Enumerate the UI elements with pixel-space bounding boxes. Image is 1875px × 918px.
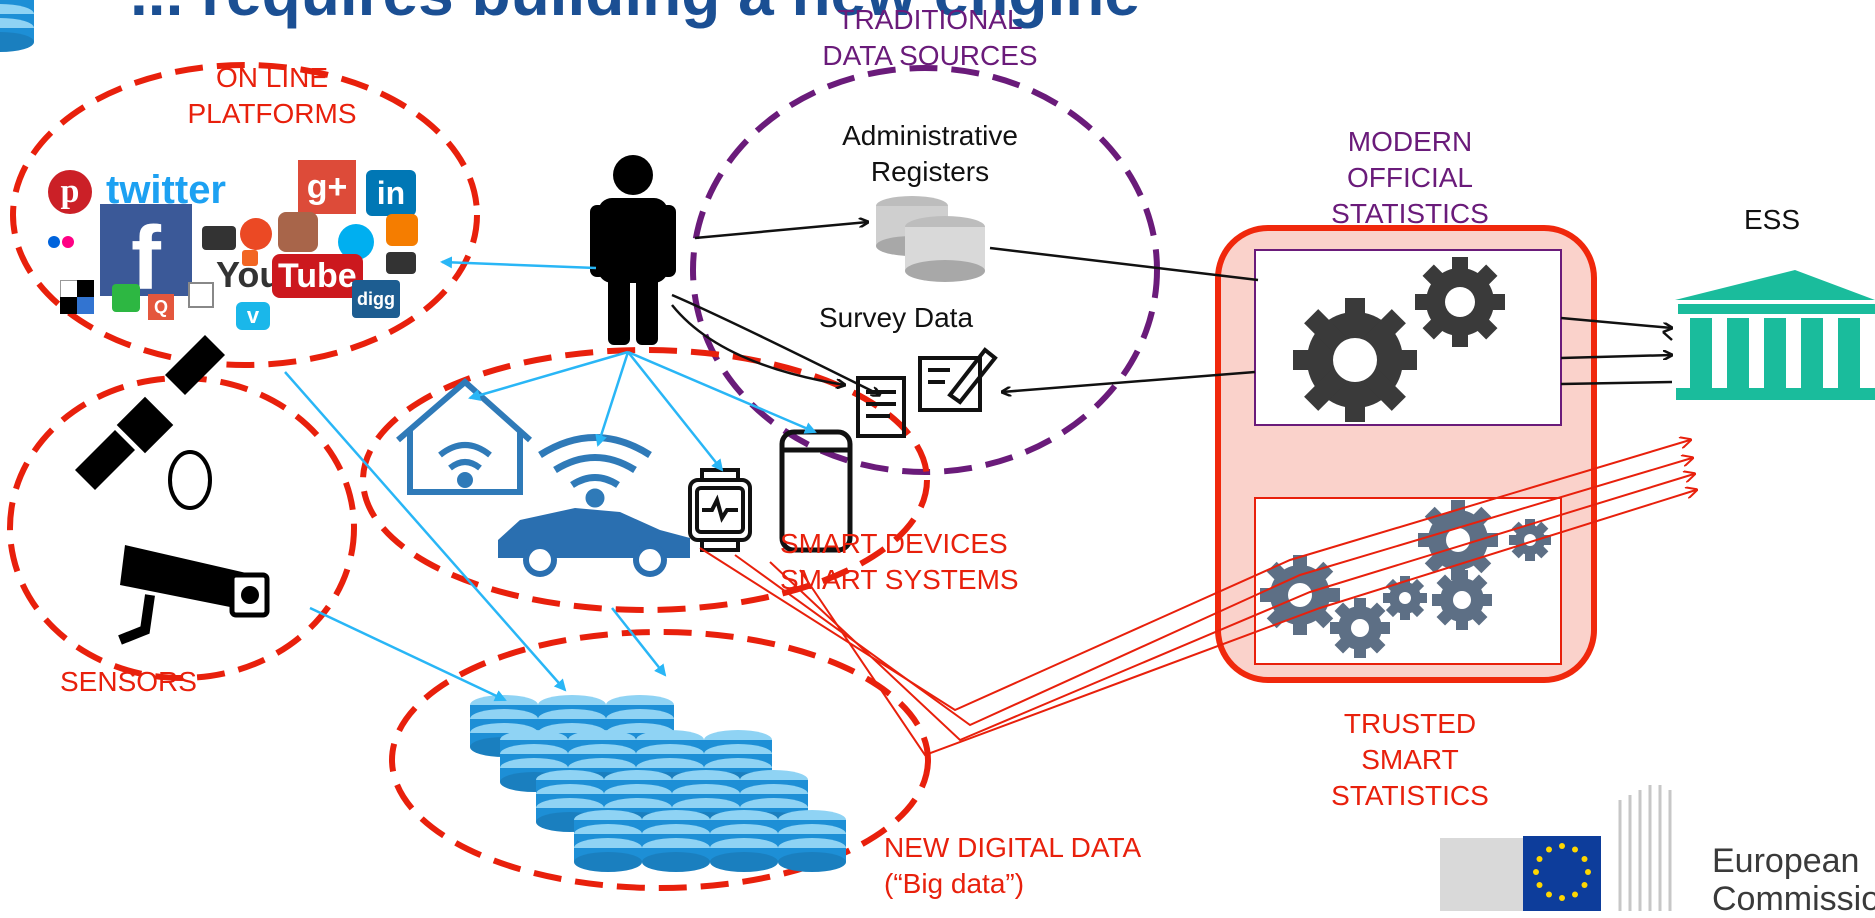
smartwatch-icon [688,468,752,552]
camera-icon [118,545,270,645]
modern-official-label: MODERN OFFICIAL STATISTICS [1331,126,1489,229]
big-data-database-stacks [0,0,846,872]
blogger-icon [386,214,418,246]
admin-registers-label: Administrative Registers [842,120,1018,187]
car-icon [498,508,690,577]
database-icon [876,196,985,282]
survey-data-label: Survey Data [818,302,974,333]
share-icon [112,284,140,312]
online-platforms-ellipse [10,62,480,368]
stumbleupon-icon [240,218,272,250]
pinterest-icon: p [48,170,92,214]
qzone-icon: Q [148,294,174,320]
ess-building-icon [1675,270,1875,400]
online-platforms-label: ON LINE PLATFORMS [187,62,357,129]
commission-building-logo [1618,785,1672,911]
flow-arrows-cyan [284,256,817,702]
linkedin-icon: in [366,170,416,216]
gear-icon [1330,598,1390,658]
gear-icon [1418,500,1498,580]
smart-home-icon [396,378,532,495]
youtube-you-text: You [216,254,282,295]
sensors-label: SENSORS [60,666,197,697]
soundcloud-icon [202,226,236,250]
traditional-sources-label: TRADITIONAL DATA SOURCES [822,4,1038,71]
flow-lines-red [699,440,1696,757]
new-digital-ellipse [389,629,931,891]
gear-icon [1383,576,1427,620]
myspace-icon [386,252,416,274]
eu-flag-icon [1440,785,1672,911]
flow-arrows-black [671,222,1672,395]
gear-icon [1432,570,1492,630]
social-media-logos: p twitter g+ in f You Tube Q v digg [40,160,440,330]
mixx-icon [188,282,214,308]
modern-engine-box [1254,249,1562,426]
youtube-tube-badge: Tube [272,254,363,298]
trusted-smart-label: TRUSTED SMART STATISTICS [1331,708,1489,811]
instagram-icon [278,212,318,252]
person-icon [590,155,676,345]
delicious-icon [60,280,94,314]
facebook-icon: f [100,204,192,296]
gear-icon [1415,257,1505,347]
new-digital-data-label: NEW DIGITAL DATA (“Big data”) [884,832,1142,899]
google-plus-icon: g+ [298,160,356,214]
rss-icon [242,250,258,266]
vimeo-icon: v [236,302,270,330]
slide-title-fragment: ... requires building a new engine [130,0,1140,30]
database-icon [0,0,34,52]
gear-icon [1293,298,1417,422]
flickr-icon [48,232,78,252]
smart-devices-ellipse [360,347,930,613]
sensors-ellipse [7,375,357,681]
survey-document-icon [856,347,998,438]
satellite-icon [75,335,225,510]
digg-icon: digg [352,280,400,318]
gear-icon [1509,519,1551,561]
ess-label: ESS [1743,204,1801,235]
wifi-icon [538,434,652,508]
smart-devices-label: SMART DEVICES SMART SYSTEMS [780,528,1019,595]
european-commission-wordmark: European Commission [1712,842,1875,918]
gear-icon [1260,555,1340,635]
